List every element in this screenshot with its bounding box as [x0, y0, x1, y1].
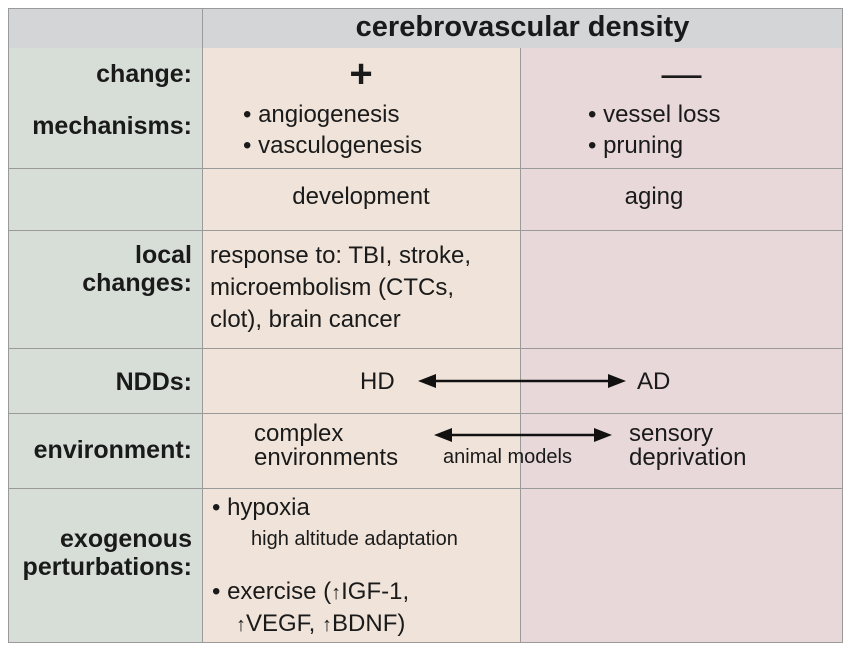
env-increase-line: complex [254, 420, 344, 447]
grid-line [8, 8, 9, 643]
env-arrow-label: animal models [443, 446, 572, 468]
ndd-hd: HD [360, 368, 395, 395]
lifespan-aging: aging [624, 183, 684, 210]
grid-line [8, 488, 843, 489]
exo-hypoxia: • hypoxia [212, 494, 310, 521]
row-label-change: change: [96, 60, 192, 88]
ndd-ad: AD [637, 368, 671, 395]
exo-exercise-text: BDNF) [332, 610, 406, 637]
row-label-local-1: local [135, 241, 192, 269]
exo-exercise-text: IGF-1, [341, 578, 410, 605]
row-label-mechanisms: mechanisms: [32, 112, 192, 140]
lifespan-development: development [292, 183, 430, 210]
env-increase-line: environments [254, 444, 399, 471]
header-corner [8, 8, 202, 48]
grid-line [842, 8, 843, 643]
local-change-line: response to: TBI, stroke, [210, 242, 472, 269]
grid-line [8, 168, 843, 169]
exo-exercise-line-1: • exercise (↑IGF-1, [212, 580, 409, 604]
grid-line [8, 413, 843, 414]
grid-line [8, 348, 843, 349]
header-title-cell [202, 8, 843, 48]
decrease-column [520, 48, 843, 643]
local-change-line: microembolism (CTCs, [210, 274, 455, 301]
table-title: cerebrovascular density [355, 11, 690, 43]
env-decrease-line: sensory [629, 420, 714, 447]
mechanism-item: • pruning [588, 132, 684, 159]
mechanism-item: • vasculogenesis [243, 132, 423, 159]
row-label-exo-2: perturbations: [22, 553, 192, 581]
grid-line [520, 48, 521, 643]
mechanism-item: • vessel loss [588, 101, 721, 128]
label-column [8, 48, 202, 643]
increase-column [202, 48, 520, 643]
increase-symbol: + [349, 52, 373, 96]
grid-line [202, 8, 203, 643]
up-arrow-icon: ↑ [322, 614, 333, 636]
mechanism-item: • angiogenesis [243, 101, 400, 128]
local-change-line: clot), brain cancer [210, 306, 401, 333]
grid-line [8, 642, 843, 643]
row-label-exo-1: exogenous [60, 525, 192, 553]
row-label-ndds: NDDs: [115, 368, 192, 396]
exo-hypoxia-sub: high altitude adaptation [251, 528, 458, 550]
row-label-local-2: changes: [82, 269, 192, 297]
grid-line [8, 230, 843, 231]
up-arrow-icon: ↑ [236, 614, 246, 636]
row-label-environment: environment: [33, 436, 192, 464]
exo-exercise-line-2: ↑VEGF, ↑BDNF) [236, 612, 405, 636]
env-decrease-line: deprivation [629, 444, 747, 471]
grid-line [8, 8, 843, 9]
exo-exercise-text: • exercise ( [212, 578, 332, 605]
up-arrow-icon: ↑ [331, 582, 342, 604]
exo-exercise-text: VEGF, [246, 610, 316, 637]
decrease-symbol: — [661, 52, 702, 96]
